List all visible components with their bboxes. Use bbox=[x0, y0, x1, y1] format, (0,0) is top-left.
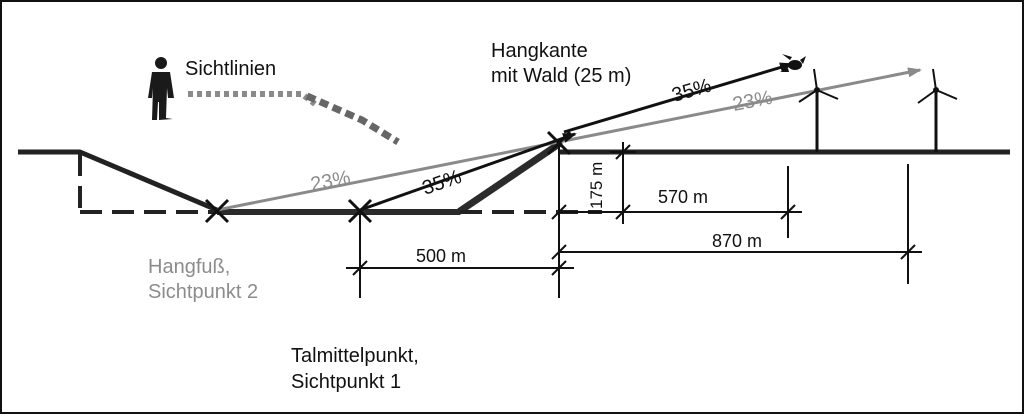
slope-label-grey-lower: 23% bbox=[309, 167, 353, 196]
sightlines-legend-symbol bbox=[188, 91, 400, 145]
sightline-black-35-lower bbox=[359, 132, 577, 212]
slope-foot-label-line1: Hangfuß, bbox=[148, 256, 230, 278]
sightlines bbox=[216, 62, 922, 212]
slope-label-black-lower: 35% bbox=[419, 166, 464, 200]
slope-foot-marker bbox=[204, 198, 230, 224]
bird-icon bbox=[780, 54, 806, 72]
dimension-label-500m: 500 m bbox=[416, 246, 466, 266]
slope-foot-label-line2: Sichtpunkt 2 bbox=[148, 281, 258, 303]
wind-turbine-icon bbox=[798, 68, 839, 152]
slope-label-black-upper: 35% bbox=[669, 75, 714, 107]
legend-sightlines-label: Sichtlinien bbox=[185, 58, 276, 80]
ridge-edge-label-line1: Hangkante bbox=[491, 40, 588, 62]
dimension-label-870m: 870 m bbox=[712, 231, 762, 251]
dimension-lines bbox=[346, 142, 922, 298]
slope-label-grey-upper: 23% bbox=[731, 87, 775, 116]
sightline-black-35-upper bbox=[563, 62, 794, 134]
dimension-label-570m: 570 m bbox=[658, 187, 708, 207]
person-silhouette-icon bbox=[148, 57, 174, 120]
valley-mid-label-line2: Sichtpunkt 1 bbox=[291, 371, 401, 393]
wind-turbine-icon bbox=[917, 68, 958, 152]
dimension-label-175m: 175 m bbox=[587, 162, 606, 209]
valley-mid-label-line1: Talmittelpunkt, bbox=[291, 345, 419, 367]
ridge-edge-label-line2: mit Wald (25 m) bbox=[491, 65, 631, 87]
